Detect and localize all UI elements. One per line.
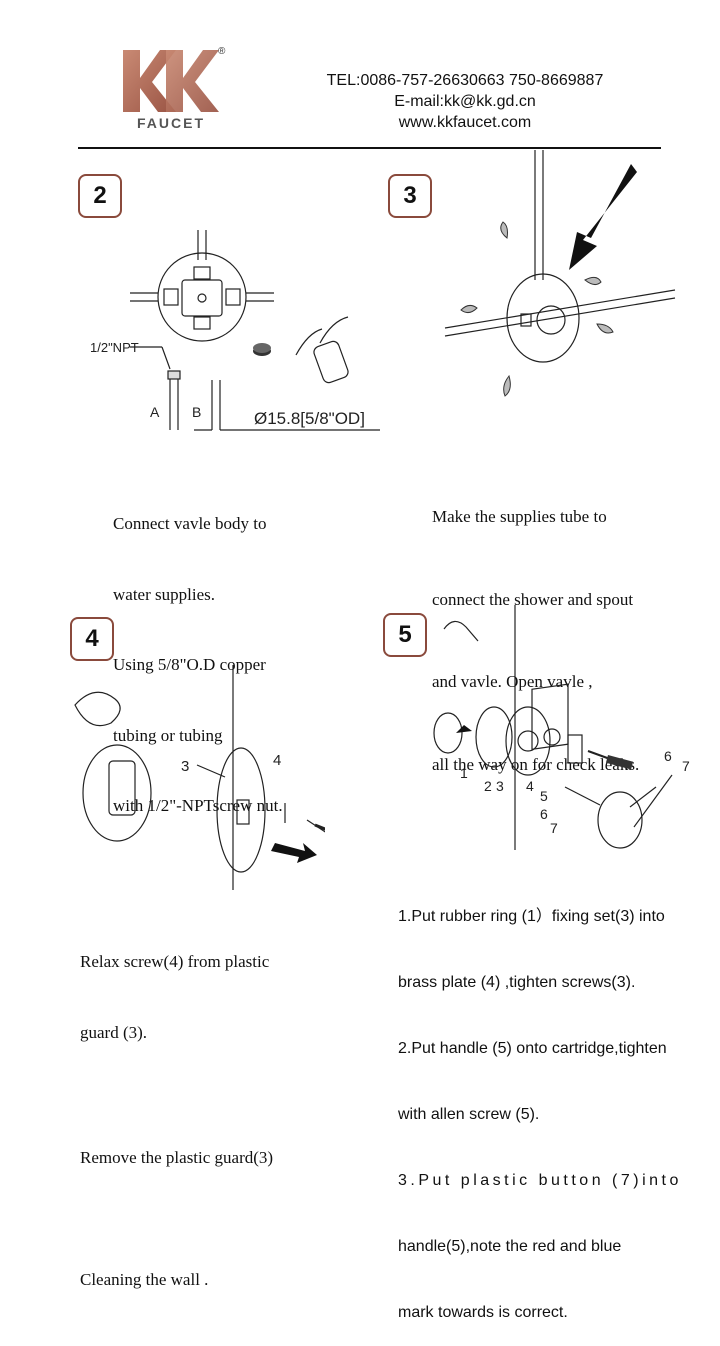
step-2-illustration: 1/2"NPT A B Ø15.8[5/8"OD] <box>90 230 380 431</box>
step-2-number: 2 <box>78 174 122 218</box>
step-5-line: brass plate (4) ,tighten screws(3). <box>398 974 636 991</box>
step-5-number: 5 <box>383 613 427 657</box>
step-5-line: handle(5),note the red and blue <box>398 1238 622 1255</box>
step-5-line: 1.Put rubber ring (1）fixing set(3) into <box>398 908 665 925</box>
cloth-icon <box>74 691 121 727</box>
part-label-4: 4 <box>526 778 534 794</box>
step-4-line: Relax screw(4) from plastic <box>80 952 270 971</box>
part-label-1: 1 <box>460 765 468 781</box>
shower-arm-icon <box>443 620 479 642</box>
part-label-6: 6 <box>540 806 548 822</box>
step-3-line: connect the shower and spout <box>432 589 634 609</box>
kk-faucet-logo: ® FAUCET <box>118 42 228 142</box>
logo-subtitle: FAUCET <box>137 115 205 131</box>
step-5-line: 3.Put plastic button (7)into <box>398 1172 682 1189</box>
step-2-line: Using 5/8"O.D copper <box>113 655 266 674</box>
step-2-line: Connect vavle body to <box>113 514 267 533</box>
contact-info: TEL:0086-757-26630663 750-8669887 E-mail… <box>300 70 630 133</box>
step-4-instructions: Relax screw(4) from plastic guard (3). R… <box>80 903 273 1315</box>
part-label-5: 5 <box>540 788 548 804</box>
arrow-icon <box>456 725 472 733</box>
screw-label: 4 <box>273 752 281 769</box>
step-2-line: with 1/2"-NPTscrew nut. <box>113 796 283 815</box>
guard-label: 3 <box>181 758 189 775</box>
detail-label-7: 7 <box>682 758 690 774</box>
step-5-illustration: 1 2 3 4 5 6 7 6 7 <box>433 605 690 850</box>
step-4-line: Cleaning the wall . <box>80 1269 209 1289</box>
thread-tape-icon <box>253 343 271 356</box>
arrow-icon <box>569 164 637 270</box>
arrow-icon <box>271 843 317 863</box>
header-divider <box>78 147 661 149</box>
step-2-line: tubing or tubing <box>113 725 223 745</box>
part-label-3: 3 <box>496 778 504 794</box>
email-address: E-mail:kk@kk.gd.cn <box>394 93 536 110</box>
step-2-line: water supplies. <box>113 584 215 604</box>
step-5-line: mark towards is correct. <box>398 1304 568 1321</box>
step-4-line: guard (3). <box>80 1022 148 1042</box>
npt-label: 1/2"NPT <box>90 340 139 355</box>
step-5-instructions: 1.Put rubber ring (1）fixing set(3) into … <box>398 862 682 1346</box>
kk-logo-icon: ® FAUCET <box>123 46 226 131</box>
water-drop-icons <box>460 221 614 397</box>
step-4-illustration: 3 4 <box>74 665 325 890</box>
step-3-line: and vavle. Open vavle , <box>432 672 593 691</box>
step-3-illustration <box>444 150 676 397</box>
step-3-number: 3 <box>388 174 432 218</box>
sealant-can-icon <box>295 316 349 384</box>
part-label-2: 2 <box>484 778 492 794</box>
registered-mark: ® <box>218 46 226 57</box>
step-4-line: Remove the plastic guard(3) <box>80 1148 274 1167</box>
part-label-7: 7 <box>550 820 558 836</box>
screwdriver-icon <box>314 823 325 831</box>
step-2-instructions: Connect vavle body to water supplies. Us… <box>113 465 283 841</box>
detail-label-6: 6 <box>664 748 672 764</box>
step-4-number: 4 <box>70 617 114 661</box>
label-a: A <box>150 404 160 420</box>
screwdriver-icon <box>587 750 634 770</box>
dimension-label: Ø15.8[5/8"OD] <box>254 409 365 428</box>
website-url: www.kkfaucet.com <box>398 114 532 131</box>
label-b: B <box>192 404 201 420</box>
step-3-line: Make the supplies tube to <box>432 507 607 526</box>
phone-number: TEL:0086-757-26630663 750-8669887 <box>326 72 604 89</box>
step-5-line: 2.Put handle (5) onto cartridge,tighten <box>398 1040 667 1057</box>
step-5-line: with allen screw (5). <box>398 1106 540 1123</box>
